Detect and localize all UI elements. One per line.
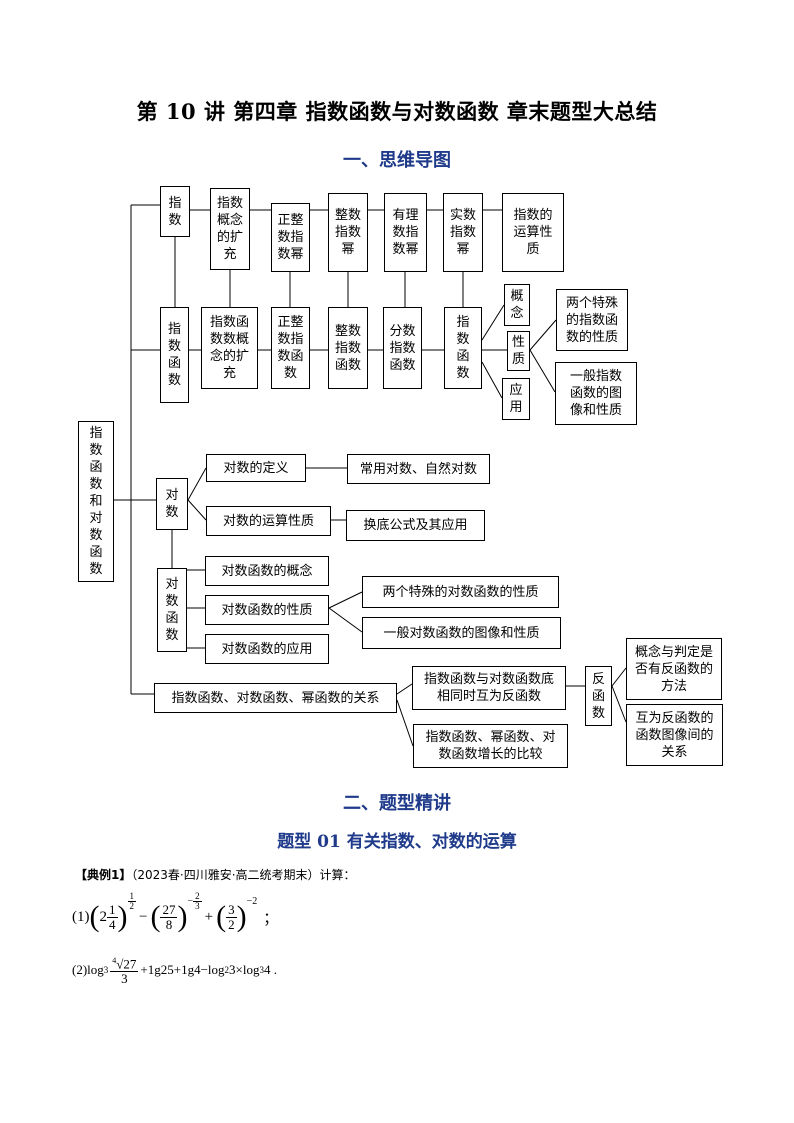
node-guanxi: 指数函数、对数函数、幂函数的关系 — [154, 683, 397, 713]
node-changyong: 常用对数、自然对数 — [347, 454, 490, 484]
node-zhishu: 指数 — [160, 186, 190, 237]
example-source: （2023春·四川雅安·高二统考期末）计算： — [131, 868, 356, 882]
node-fan-gainian: 概念与判定是否有反函数的方法 — [626, 638, 722, 700]
node-zhengshu-mi: 整数指数幂 — [328, 193, 368, 272]
node-huandi: 换底公式及其应用 — [346, 510, 485, 541]
type01-heading: 题型 01 有关指数、对数的运算 — [277, 832, 517, 852]
node-duishu-yunsuan: 对数的运算性质 — [206, 506, 331, 536]
node-zhishu-hanshu: 指数函数 — [160, 307, 189, 403]
node-liangge-teshu-duishu: 两个特殊的对数函数的性质 — [362, 576, 559, 608]
node-zhengzheng-hanshu: 正整数指数函数 — [271, 307, 310, 389]
node-liangge-teshu-zhishu: 两个特殊的指数函数的性质 — [556, 289, 628, 351]
example-line: 【典例1】（2023春·四川雅安·高二统考期末）计算： — [75, 866, 356, 883]
node-zhengshu-hanshu: 整数指数函数 — [328, 307, 368, 389]
node-ds-gainian: 对数函数的概念 — [205, 556, 329, 586]
node-youli-mi: 有理数指数幂 — [384, 193, 427, 272]
node-shishu-mi: 实数指数幂 — [443, 193, 483, 272]
node-fenshu-hanshu: 分数指数函数 — [383, 307, 422, 389]
node-ds-yingyong: 对数函数的应用 — [205, 634, 329, 664]
node-zengzhang: 指数函数、幂函数、对数函数增长的比较 — [413, 724, 568, 768]
node-fanhanshu: 反函数 — [585, 666, 612, 726]
node-hs-gainian-kuochong: 指数函数数概念的扩充 — [201, 307, 258, 389]
page-title: 第 10 讲 第四章 指数函数与对数函数 章末题型大总结 — [136, 99, 658, 124]
node-zhishu-hanshu-2: 指数函数 — [444, 307, 482, 389]
node-duishu: 对数 — [156, 478, 188, 530]
node-duishu-hanshu: 对数函数 — [157, 568, 187, 652]
node-yiban-duishu: 一般对数函数的图像和性质 — [362, 617, 561, 649]
node-gainian-kuochong: 指数概念的扩充 — [210, 188, 250, 270]
node-yiban-zhishu: 一般指数函数的图像和性质 — [555, 362, 637, 425]
node-hufan: 指数函数与对数函数底相同时互为反函数 — [412, 666, 566, 710]
mindmap-root: 指数函数和对数函数 — [78, 421, 114, 582]
example-label: 【典例1】 — [75, 868, 132, 882]
node-ds-xingzhi: 对数函数的性质 — [205, 595, 329, 625]
node-yingyong: 应用 — [502, 378, 530, 420]
node-gainian: 概念 — [504, 284, 530, 326]
node-fan-tuxiang: 互为反函数的函数图像间的关系 — [626, 704, 723, 766]
node-zhengzheng-mi: 正整数指数幂 — [271, 203, 310, 272]
node-xingzhi: 性质 — [507, 331, 530, 371]
types-heading: 二、题型精讲 — [343, 793, 451, 814]
mindmap-connectors — [114, 204, 627, 747]
mindmap-heading: 一、思维导图 — [343, 150, 451, 171]
node-duishu-dingyi: 对数的定义 — [206, 454, 306, 482]
node-yunsuan-xingzhi: 指数的运算性质 — [502, 193, 564, 272]
